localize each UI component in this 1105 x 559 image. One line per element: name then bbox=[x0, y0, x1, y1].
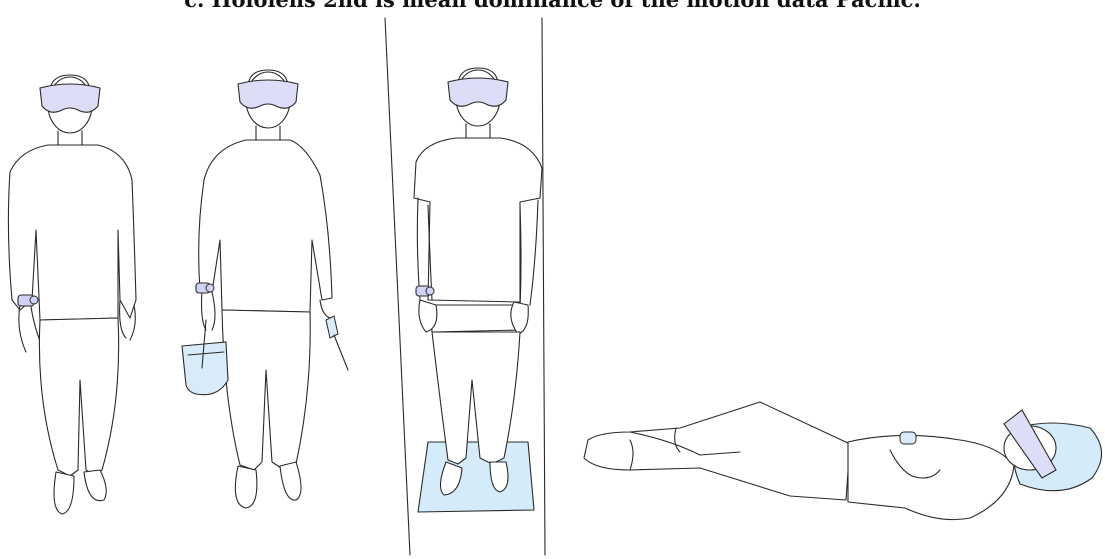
person-standing-basket bbox=[182, 70, 348, 508]
vr-headset-icon bbox=[448, 78, 508, 106]
vr-headset-icon bbox=[40, 84, 100, 112]
controller-icon bbox=[326, 316, 348, 370]
person-standing-wrist bbox=[8, 75, 136, 514]
vr-headset-icon bbox=[238, 80, 298, 108]
floor-mat-icon bbox=[418, 442, 534, 512]
wrist-tracker-icon bbox=[18, 295, 38, 306]
controller-icon bbox=[900, 432, 916, 444]
wrist-tracker-icon bbox=[416, 286, 434, 296]
person-lying bbox=[584, 402, 1102, 520]
person-standing-mat bbox=[385, 18, 545, 555]
wrist-tracker-icon bbox=[196, 283, 214, 293]
basket-icon bbox=[182, 320, 228, 395]
